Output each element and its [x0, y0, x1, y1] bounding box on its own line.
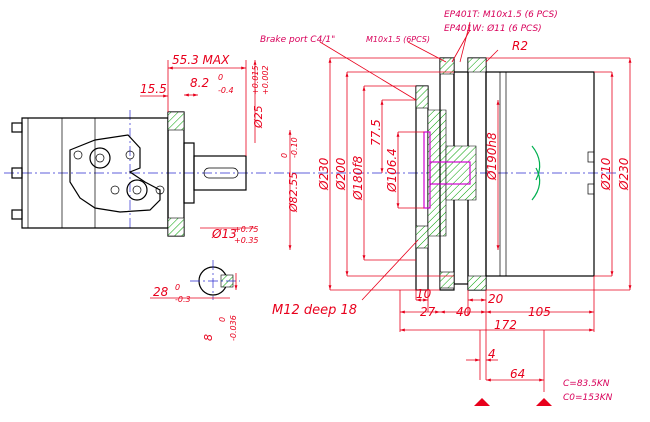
- right-dimension-lines: [319, 21, 632, 392]
- seal-arc-bottom: [531, 167, 541, 201]
- dim-bore-tol-hi: +0.75: [234, 225, 259, 234]
- seal-arc-top: [531, 145, 541, 181]
- port-plate: [69, 134, 161, 213]
- dim-flange-width: 55.3 MAX: [172, 53, 230, 67]
- dim-shaft-tol-hi: 0: [280, 153, 289, 158]
- dim-bore-tol-lo: +0.35: [234, 236, 259, 245]
- dim-key-width-tol-lo: -0.036: [229, 315, 238, 341]
- dim-pilot-tol-hi: +0.015: [251, 65, 260, 95]
- dim-775: 77.5: [369, 119, 383, 146]
- output-shaft: [193, 155, 247, 191]
- shaft-key: [203, 167, 239, 179]
- left-dimension-lines: [140, 60, 292, 299]
- dim-d190: Ø190h8: [485, 132, 499, 181]
- dim-105: 105: [528, 305, 551, 319]
- dim-bore: Ø13: [211, 227, 237, 241]
- label-ep401t: EP401T: M10x1.5 (6 PCS): [444, 10, 558, 20]
- dim-d230-right: Ø230: [617, 157, 631, 191]
- label-c0: C0=153KN: [563, 393, 613, 403]
- flange-bolt-top: [439, 57, 455, 75]
- cover-bolt-bottom: [467, 275, 487, 291]
- dim-20: 20: [488, 292, 504, 306]
- dim-64: 64: [510, 367, 525, 381]
- dim-27: 27: [420, 305, 436, 319]
- dim-shoulder: 8.2: [190, 76, 209, 90]
- dim-shoulder-tol-lo: -0.4: [218, 86, 234, 95]
- plate-hatch-top: [415, 85, 429, 109]
- dim-172: 172: [494, 318, 517, 332]
- dim-pilot: Ø25: [252, 105, 265, 129]
- flange-bolt-bottom: [439, 271, 455, 289]
- dim-d200: Ø200: [334, 157, 348, 191]
- dim-offset: 15.5: [140, 82, 167, 96]
- dim-key-width-tol-hi: 0: [218, 317, 227, 322]
- label-r2: R2: [512, 39, 528, 53]
- dim-shoulder-tol-hi: 0: [218, 73, 223, 82]
- dim-4: 4: [488, 347, 496, 361]
- port-a: [89, 147, 111, 169]
- dim-key-height: 28: [153, 285, 169, 299]
- dim-key-width: 8: [202, 334, 215, 341]
- shaft-cross-section: [190, 260, 240, 300]
- plate-hatch-bottom: [415, 225, 429, 249]
- dim-d210: Ø210: [599, 157, 613, 191]
- housing-hatch: [427, 109, 447, 237]
- dim-d230-left: Ø230: [317, 157, 331, 191]
- flange-hatch-bottom: [167, 217, 185, 237]
- dim-d1064: Ø106.4: [385, 148, 399, 193]
- dim-shaft: Ø82.55: [287, 172, 300, 213]
- flange-hatch-top: [167, 111, 185, 131]
- label-thread-a: M10x1.5 (6PCS): [366, 35, 430, 44]
- label-c: C=83.5KN: [563, 379, 610, 389]
- dim-pilot-tol-lo: +0.002: [261, 65, 270, 95]
- dim-shaft-tol-lo: -0.10: [290, 137, 299, 158]
- right-brake-view: Ø230 Ø200 Ø180f8 77.5 Ø106.4 Ø190h8 Ø210…: [260, 10, 632, 406]
- dim-40: 40: [456, 305, 472, 319]
- shaft-highlight: [429, 161, 471, 185]
- mounting-flange: [167, 111, 185, 237]
- dim-key-height-tol-hi: 0: [175, 283, 180, 292]
- motor-body-sections: [27, 118, 96, 228]
- left-motor-view: 55.3 MAX 15.5 8.2 0 -0.4 Ø25 +0.015 +0.0…: [4, 53, 300, 341]
- label-ep401w: EP401W: Ø11 (6 PCS): [444, 23, 542, 34]
- inner-hub: [445, 145, 477, 201]
- label-tap: M12 deep 18: [272, 303, 357, 318]
- brake-body: [485, 71, 595, 277]
- dim-d180: Ø180f8: [351, 155, 365, 201]
- dim-key-height-tol-lo: -0.3: [175, 295, 191, 304]
- end-cap-bolts: [11, 122, 23, 220]
- section-marker-left-icon: [474, 398, 490, 406]
- dim-10: 10: [416, 287, 432, 301]
- port-b: [126, 179, 148, 201]
- cover-bolt-top: [467, 57, 487, 73]
- mounting-plate: [415, 85, 429, 291]
- label-brake-port: Brake port C4/1": [260, 35, 335, 45]
- section-marker-right-icon: [536, 398, 552, 406]
